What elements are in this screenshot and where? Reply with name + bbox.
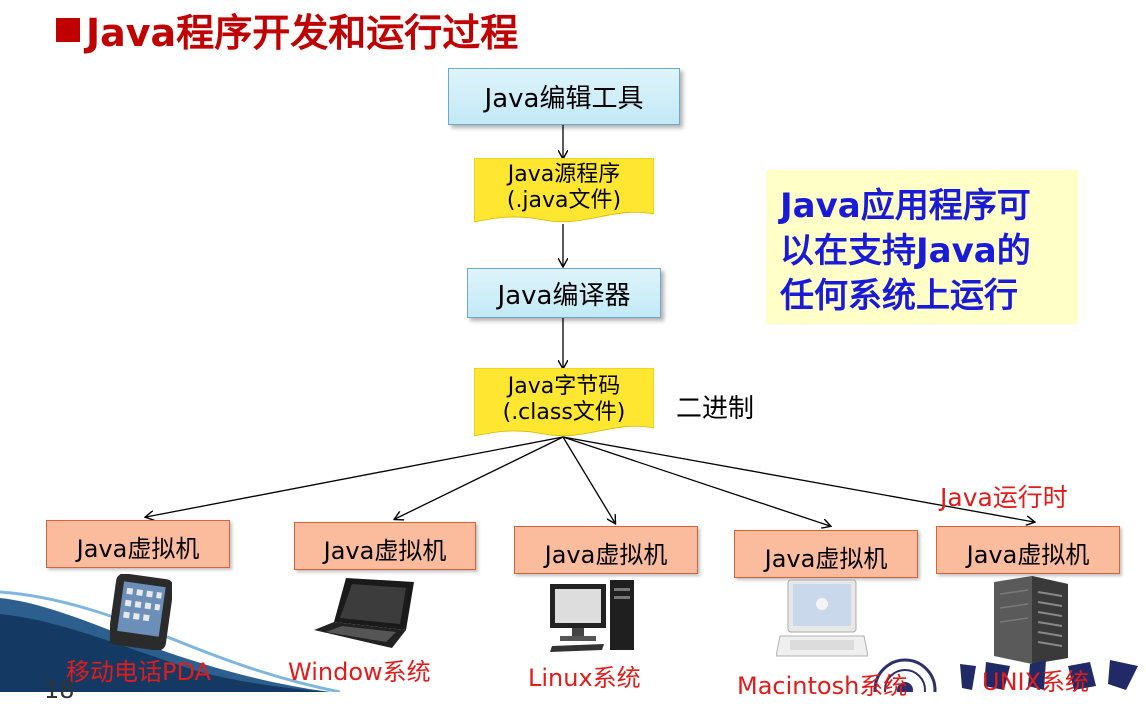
vm-box-2: Java虚拟机 [294, 522, 476, 570]
vm-box-5: Java虚拟机 [936, 526, 1120, 574]
platform-label-window: Window系统 [288, 658, 431, 686]
platform-label-mobile: 移动电话PDA [66, 658, 211, 686]
vm-label: Java虚拟机 [966, 540, 1090, 569]
arrow-to-vm-2 [395, 436, 564, 519]
desktop-pc-icon [550, 580, 634, 652]
binary-label: 二进制 [676, 394, 755, 424]
slide-title: Java程序开发和运行过程 [56, 4, 519, 55]
source-line2: (.java文件) [506, 188, 622, 213]
vm-box-3: Java虚拟机 [514, 526, 698, 574]
arrow-to-vm-3 [562, 436, 615, 523]
platform-label-linux: Linux系统 [528, 664, 641, 692]
vm-label: Java虚拟机 [544, 540, 668, 569]
arrow-to-vm-4 [562, 436, 830, 526]
page-number: 18 [44, 676, 75, 704]
document-shape-icon [474, 368, 654, 437]
java-editor-box: Java编辑工具 [448, 68, 680, 125]
arrow-to-vm-1 [146, 436, 564, 517]
note-line2: 以在支持Java的 [780, 231, 1031, 271]
university-seal-icon [873, 658, 937, 692]
university-calligraphy-logo [960, 660, 1138, 690]
java-compiler-label: Java编译器 [497, 280, 631, 311]
note-line1: Java应用程序可 [780, 186, 1031, 226]
vm-label: Java虚拟机 [323, 536, 447, 565]
platform-label-unix: UNIX系统 [982, 668, 1090, 696]
vm-label: Java虚拟机 [76, 534, 200, 563]
server-tower-icon [994, 576, 1068, 664]
vm-box-4: Java虚拟机 [734, 530, 918, 578]
laptop-icon [314, 578, 414, 648]
decorative-swoosh [0, 590, 341, 692]
title-text: Java程序开发和运行过程 [86, 10, 519, 55]
java-editor-label: Java编辑工具 [484, 84, 644, 114]
document-shape-icon [474, 158, 654, 223]
note-line3: 任何系统上运行 [780, 276, 1018, 316]
runtime-label: Java运行时 [940, 483, 1068, 512]
note-box: Java应用程序可 以在支持Java的 任何系统上运行 [766, 170, 1078, 324]
java-bytecode-document: Java字节码 (.class文件) [474, 368, 654, 440]
java-source-document: Java源程序 (.java文件) [474, 158, 654, 226]
bytecode-line2: (.class文件) [502, 400, 626, 425]
source-line1: Java源程序 [507, 161, 621, 187]
vm-box-1: Java虚拟机 [46, 520, 230, 568]
platform-label-macintosh: Macintosh系统 [737, 672, 908, 700]
mobile-phone-icon [110, 574, 172, 650]
arrow-to-vm-5 [562, 436, 1034, 522]
java-compiler-box: Java编译器 [467, 268, 661, 318]
macbook-icon [776, 579, 868, 657]
vm-label: Java虚拟机 [764, 544, 888, 573]
bytecode-line1: Java字节码 [507, 373, 621, 399]
title-bullet-square [56, 18, 80, 42]
